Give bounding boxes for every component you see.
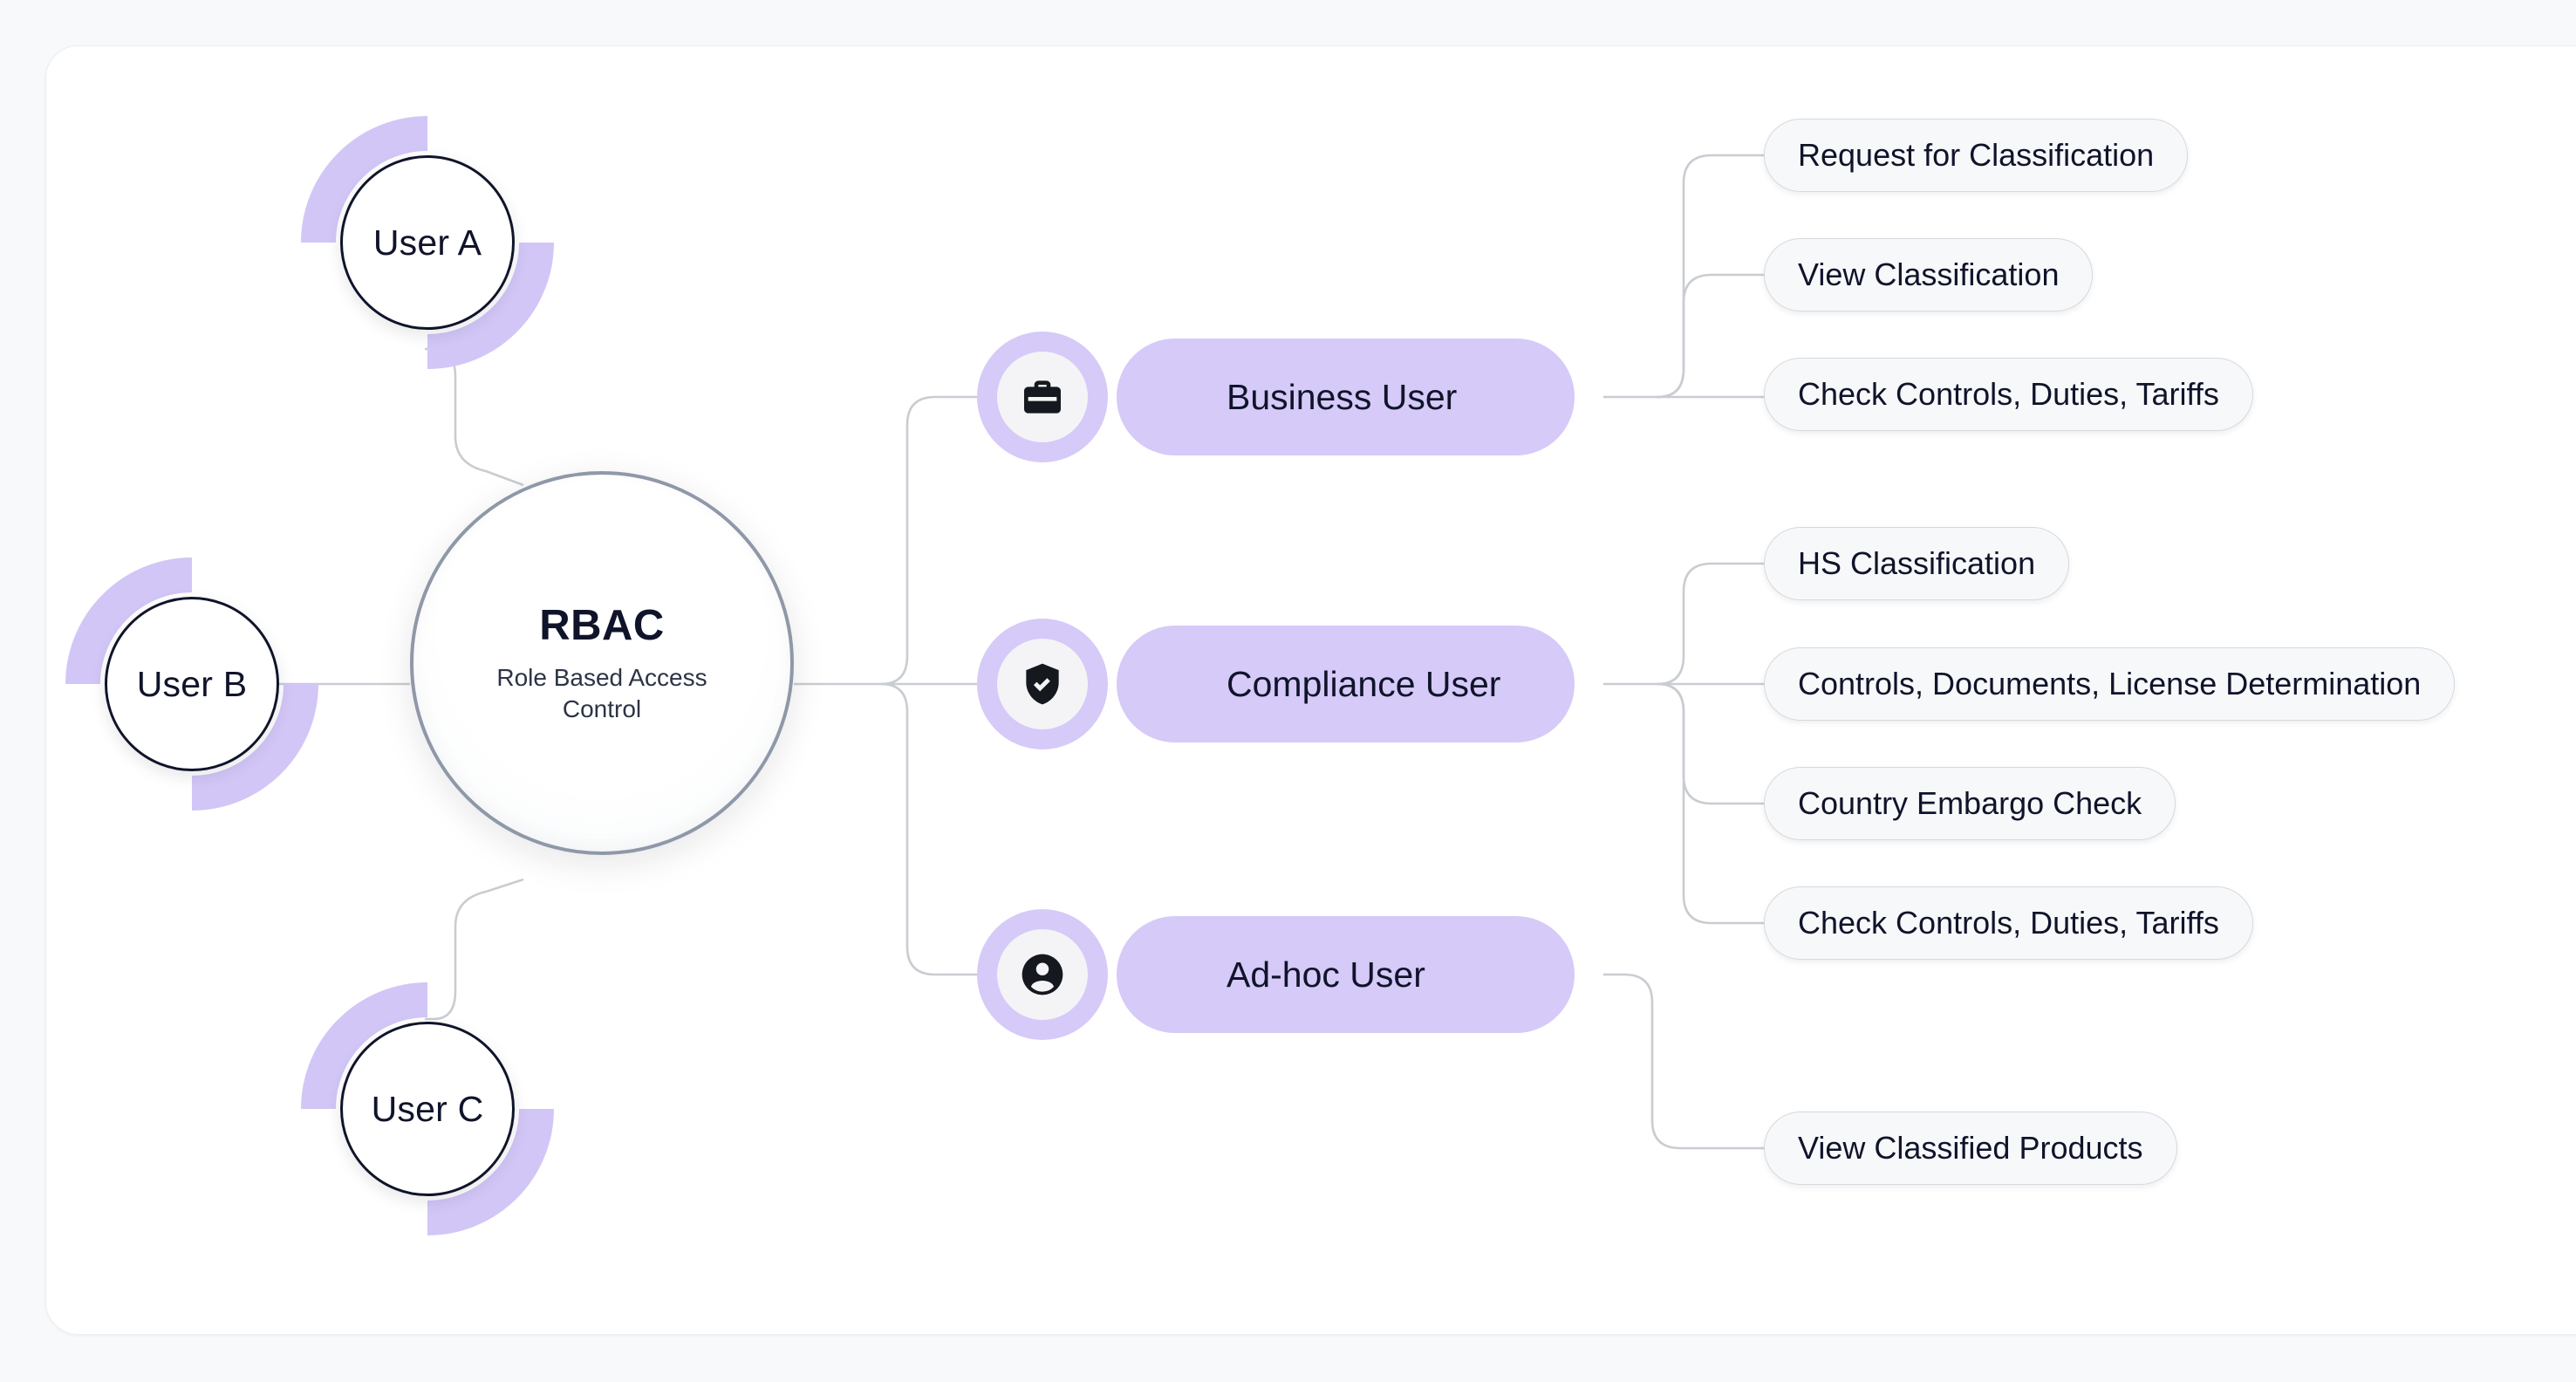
role-pill-compliance-user[interactable]: Compliance User bbox=[1117, 626, 1575, 742]
permission-label: Check Controls, Duties, Tariffs bbox=[1798, 376, 2219, 412]
permission-label: HS Classification bbox=[1798, 545, 2036, 581]
permission-label: Controls, Documents, License Determinati… bbox=[1798, 666, 2422, 701]
permission-label: Request for Classification bbox=[1798, 137, 2155, 173]
shield-check-icon bbox=[997, 639, 1088, 729]
permission-pill[interactable]: View Classified Products bbox=[1764, 1112, 2177, 1185]
role-pill-adhoc-user[interactable]: Ad-hoc User bbox=[1117, 916, 1575, 1033]
permission-pill[interactable]: Check Controls, Duties, Tariffs bbox=[1764, 358, 2253, 431]
user-node-b[interactable]: User B bbox=[65, 558, 318, 811]
user-node-a[interactable]: User A bbox=[301, 116, 554, 369]
permission-label: Country Embargo Check bbox=[1798, 785, 2142, 821]
role-label-adhoc-user: Ad-hoc User bbox=[1227, 954, 1425, 995]
user-label-b: User B bbox=[136, 663, 248, 704]
user-arc-decoration bbox=[65, 558, 318, 811]
user-circle-b[interactable]: User B bbox=[105, 597, 279, 771]
user-arc-decoration bbox=[301, 116, 554, 369]
permission-pill[interactable]: Controls, Documents, License Determinati… bbox=[1764, 647, 2456, 721]
rbac-subtitle: Role Based Access Control bbox=[496, 664, 707, 722]
permission-label: View Classification bbox=[1798, 257, 2060, 292]
permission-label: Check Controls, Duties, Tariffs bbox=[1798, 905, 2219, 941]
user-label-a: User A bbox=[372, 222, 482, 263]
rbac-title: RBAC bbox=[539, 602, 665, 650]
permission-pill[interactable]: Check Controls, Duties, Tariffs bbox=[1764, 886, 2253, 960]
permission-label: View Classified Products bbox=[1798, 1130, 2143, 1166]
user-circle-a[interactable]: User A bbox=[340, 155, 515, 330]
role-badge-compliance-user bbox=[977, 619, 1108, 749]
permission-pill[interactable]: View Classification bbox=[1764, 238, 2094, 311]
permission-pill[interactable]: Country Embargo Check bbox=[1764, 767, 2176, 840]
permission-pill[interactable]: Request for Classification bbox=[1764, 119, 2189, 192]
role-pill-business-user[interactable]: Business User bbox=[1117, 339, 1575, 455]
role-badge-business-user bbox=[977, 332, 1108, 462]
role-badge-adhoc-user bbox=[977, 909, 1108, 1040]
permission-pill[interactable]: HS Classification bbox=[1764, 527, 2070, 600]
user-arc-decoration bbox=[301, 982, 554, 1235]
role-label-compliance-user: Compliance User bbox=[1227, 663, 1501, 704]
rbac-center-node[interactable]: RBAC Role Based Access Control bbox=[410, 471, 794, 855]
user-circle-c[interactable]: User C bbox=[340, 1022, 515, 1196]
briefcase-icon bbox=[997, 352, 1088, 442]
role-label-business-user: Business User bbox=[1227, 376, 1458, 417]
account-circle-icon bbox=[997, 929, 1088, 1020]
user-label-c: User C bbox=[371, 1088, 484, 1129]
user-node-c[interactable]: User C bbox=[301, 982, 554, 1235]
